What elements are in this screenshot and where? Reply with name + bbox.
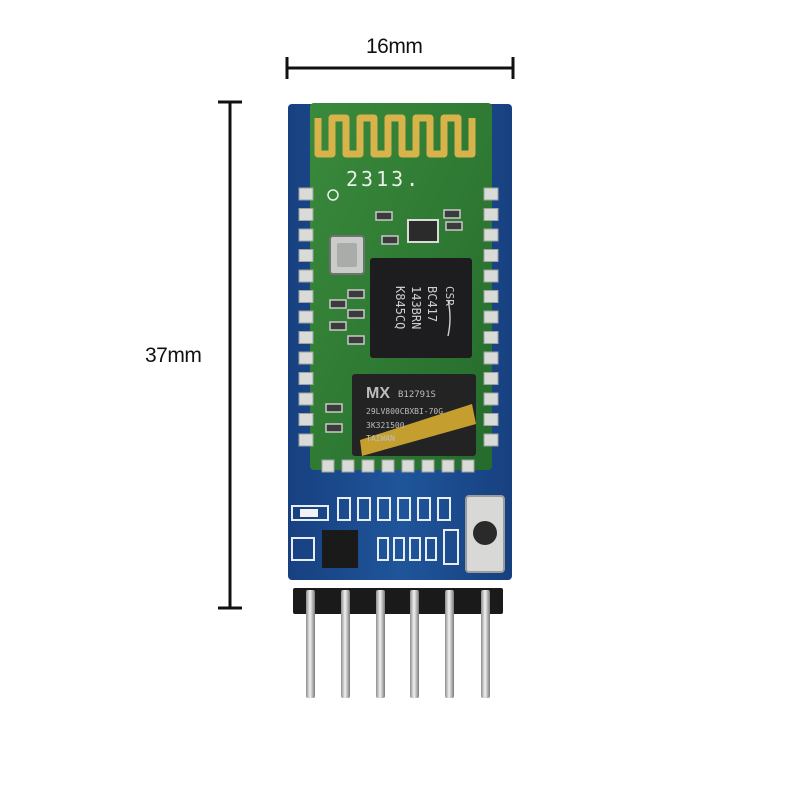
castellated-pad (483, 331, 499, 344)
header-pin (481, 590, 490, 698)
castellated-pad (298, 351, 314, 365)
bottom-castellated-pads (321, 459, 475, 473)
smd-component (443, 209, 461, 219)
castellated-pad (298, 187, 314, 201)
header-pin (306, 590, 315, 698)
castellated-pad (298, 269, 314, 283)
csr-chip: CSR BC417 143BRN K845CQ (370, 258, 472, 358)
width-label: 16mm (366, 35, 423, 58)
smd-component (445, 221, 463, 231)
smd-component (325, 403, 343, 413)
chip2-logo: MX (366, 385, 390, 402)
castellated-pad (298, 433, 314, 447)
castellated-pad (421, 459, 435, 473)
carrier-components (291, 495, 505, 573)
castellated-pad (298, 310, 314, 324)
carrier-pad (357, 497, 371, 521)
height-label: 37mm (145, 344, 202, 367)
carrier-pad (393, 537, 405, 561)
castellated-pad (401, 459, 415, 473)
castellated-pad (483, 228, 499, 242)
header-pin (376, 590, 385, 698)
castellated-pad (483, 351, 499, 365)
smd-component (325, 423, 343, 433)
carrier-pad (337, 497, 351, 521)
bluetooth-module: 2313. CSR BC417 143BRN (298, 103, 499, 473)
castellated-pad (483, 310, 499, 324)
smd-component (407, 219, 439, 243)
chip1-line2: BC417 (425, 286, 439, 322)
right-castellated-pads (483, 187, 499, 447)
smd-component (329, 321, 347, 331)
chip2-line4: TAIWAN (366, 434, 395, 443)
width-dimension-line (285, 57, 515, 79)
smd-component (381, 235, 399, 245)
castellated-pad (483, 413, 499, 426)
castellated-pad (341, 459, 355, 473)
header-pin (341, 590, 350, 698)
castellated-pad (483, 392, 499, 406)
castellated-pad (321, 459, 335, 473)
chip2-line1: B12791S (398, 390, 436, 400)
carrier-pad (377, 497, 391, 521)
carrier-pad (409, 537, 421, 561)
smd-component (347, 289, 365, 299)
smd-component (375, 211, 393, 221)
castellated-pad (298, 228, 314, 242)
height-dimension-line (218, 100, 242, 610)
castellated-pad (298, 413, 314, 426)
castellated-pad (298, 249, 314, 262)
reset-button-icon (473, 521, 497, 545)
castellated-pad (461, 459, 475, 473)
flash-chip: MX B12791S 29LV800CBXBI-70G 3K321500 TAI… (352, 374, 476, 456)
smd-component (329, 299, 347, 309)
antenna-marking: 2313. (346, 167, 421, 191)
carrier-pad (417, 497, 431, 521)
castellated-pad (483, 372, 499, 385)
chip1-line4: K845CQ (393, 286, 407, 329)
left-castellated-pads (298, 187, 314, 447)
castellated-pad (483, 433, 499, 447)
chip2-line3: 3K321500 (366, 421, 405, 430)
chip1-line3: 143BRN (409, 286, 423, 329)
castellated-pad (441, 459, 455, 473)
castellated-pad (298, 208, 314, 221)
smd-component (347, 309, 365, 319)
smd-component (347, 335, 365, 345)
castellated-pad (298, 331, 314, 344)
carrier-pad (437, 497, 451, 521)
castellated-pad (361, 459, 375, 473)
chip1-line1: CSR (443, 286, 456, 306)
castellated-pad (298, 372, 314, 385)
castellated-pad (483, 208, 499, 221)
castellated-pad (483, 249, 499, 262)
castellated-pad (483, 290, 499, 303)
header-pin (410, 590, 419, 698)
castellated-pad (483, 187, 499, 201)
chip2-line2: 29LV800CBXBI-70G (366, 407, 443, 416)
carrier-pad (377, 537, 389, 561)
header-pins (293, 588, 503, 698)
carrier-pad (397, 497, 411, 521)
smd-components (325, 209, 463, 433)
castellated-pad (381, 459, 395, 473)
carrier-pad (443, 529, 459, 565)
castellated-pad (483, 269, 499, 283)
antenna-trace (314, 114, 476, 158)
castellated-pad (298, 392, 314, 406)
castellated-pad (298, 290, 314, 303)
carrier-pad (425, 537, 437, 561)
header-pin (445, 590, 454, 698)
carrier-pad (291, 537, 315, 561)
